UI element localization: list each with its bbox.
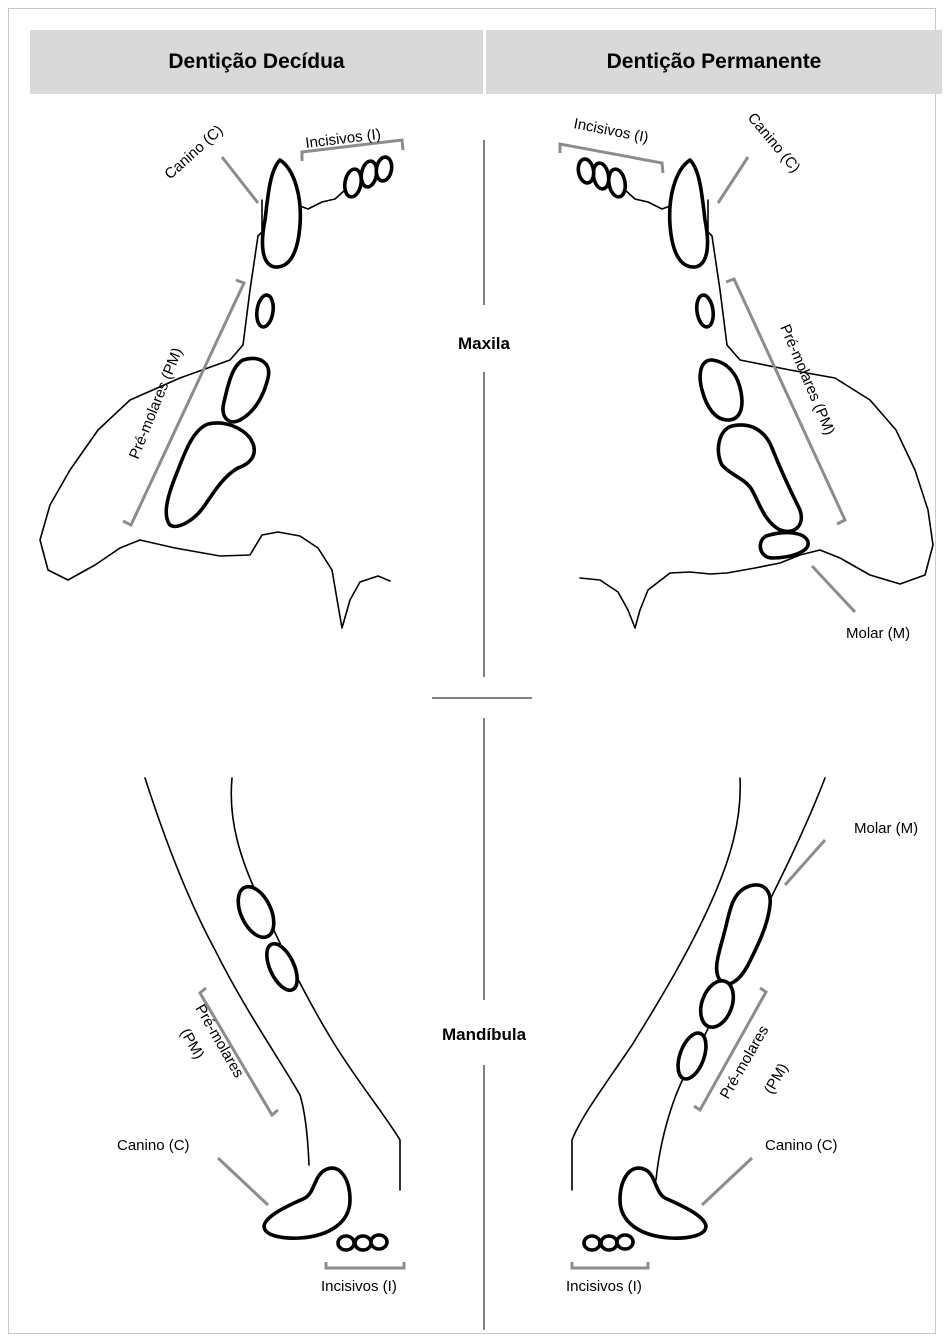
label-canine: Canino (C) <box>117 1137 190 1154</box>
maxilla-permanent: Canino (C) Incisivos (I) Pré-molares (PM… <box>560 110 933 642</box>
incisor-tooth <box>601 1236 617 1250</box>
canine-tooth <box>264 1168 350 1238</box>
premolar-tooth <box>673 1029 712 1082</box>
premolar-tooth <box>261 939 304 994</box>
label-canine: Canino (C) <box>765 1137 838 1154</box>
maxilla-permanent-outline <box>580 200 933 628</box>
label-premolars-line2: (PM) <box>177 1026 208 1063</box>
canine-tooth <box>620 1168 706 1238</box>
label-canine: Canino (C) <box>744 110 804 176</box>
maxilla-deciduous-outline <box>40 200 390 628</box>
premolar-tooth <box>255 294 275 328</box>
label-incisors: Incisivos (I) <box>321 1278 397 1295</box>
incisor-tooth <box>338 1236 354 1250</box>
mandible-permanent-outline <box>656 778 825 1180</box>
mandible-permanent: Molar (M) Pré-molares (PM) Canino (C) In… <box>566 778 918 1295</box>
premolar-tooth <box>223 358 269 421</box>
label-premolars-line2: (PM) <box>761 1060 792 1097</box>
label-incisors: Incisivos (I) <box>572 115 650 146</box>
premolar-tooth <box>695 294 715 328</box>
premolar-tooth <box>718 425 801 531</box>
incisor-tooth <box>375 156 394 182</box>
incisor-tooth <box>617 1235 633 1249</box>
label-molar: Molar (M) <box>854 820 918 837</box>
incisor-tooth <box>584 1236 600 1250</box>
center-divider <box>432 140 532 1330</box>
mandible-deciduous: Pré-molares (PM) Canino (C) Incisivos (I… <box>117 778 404 1295</box>
section-label-maxilla: Maxila <box>458 334 511 353</box>
label-molar: Molar (M) <box>846 625 910 642</box>
canine-tooth <box>670 160 708 267</box>
molar-tooth <box>717 885 771 984</box>
incisor-tooth <box>577 158 596 184</box>
section-label-mandible: Mandíbula <box>442 1025 527 1044</box>
maxilla-deciduous: Canino (C) Incisivos (I) Pré-molares (PM… <box>40 122 403 628</box>
incisor-tooth <box>371 1235 387 1249</box>
premolar-tooth <box>231 881 281 943</box>
incisor-tooth <box>355 1236 371 1250</box>
label-premolars: Pré-molares (PM) <box>776 322 838 438</box>
premolar-tooth <box>700 360 742 420</box>
label-premolars: Pré-molares (PM) <box>126 345 186 461</box>
molar-tooth <box>760 533 808 558</box>
label-canine: Canino (C) <box>161 122 226 183</box>
premolar-tooth <box>166 423 254 526</box>
label-incisors: Incisivos (I) <box>566 1278 642 1295</box>
canine-tooth <box>262 160 300 267</box>
